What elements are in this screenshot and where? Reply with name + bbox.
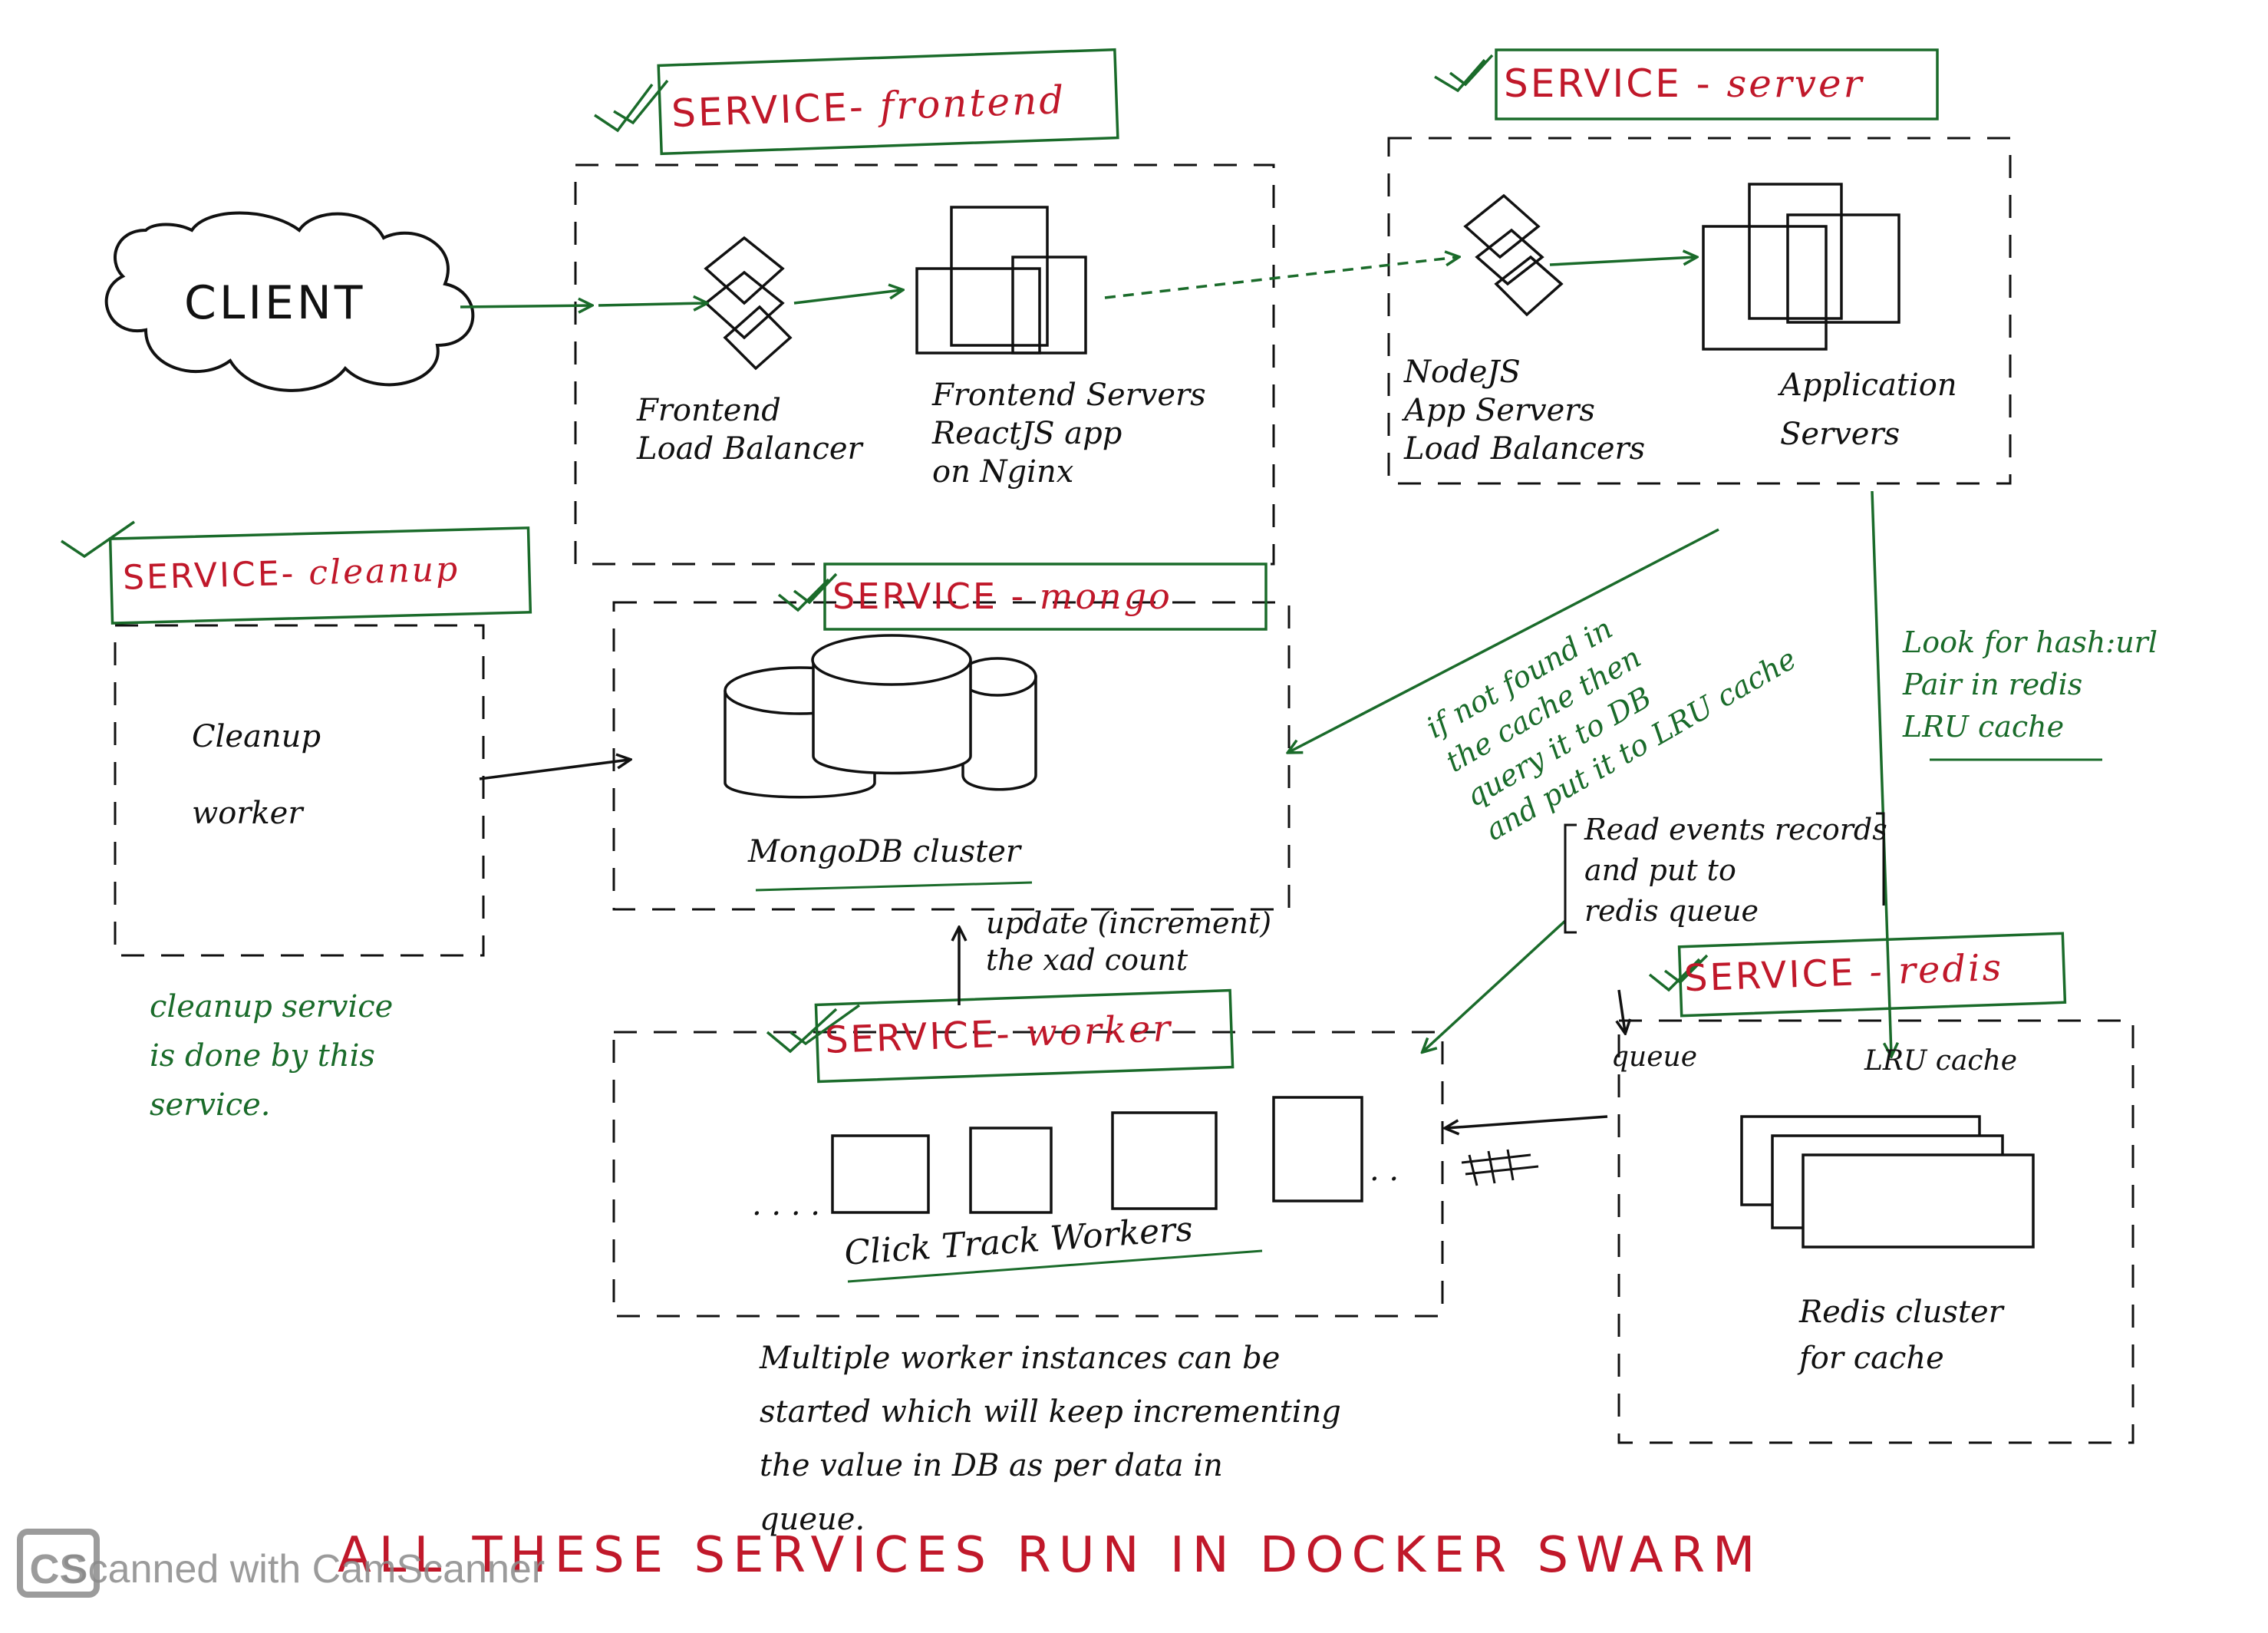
- footer-banner: ALL THESE SERVICES RUN IN DOCKER SWARM: [338, 1527, 1763, 1584]
- queue-label: queue: [1611, 1041, 1698, 1073]
- cleanup-title-prefix: SERVICE-: [122, 553, 297, 598]
- mongo-title-name: mongo: [1039, 576, 1172, 617]
- redis-title-name: - redis: [1868, 945, 2005, 994]
- worker-service-box: [612, 1031, 1444, 1318]
- client-cloud: [104, 211, 475, 392]
- worker-dots-right: . .: [1370, 1153, 1399, 1188]
- application-servers-icon: [1702, 183, 1900, 351]
- frontend-title-name: frontend: [879, 78, 1067, 129]
- lookup-note: Look for hash:url Pair in redis LRU cach…: [1903, 625, 2158, 744]
- server-title-prefix: SERVICE -: [1504, 61, 1713, 106]
- read-events-to-queue-arrow: [1619, 989, 1625, 1032]
- frontend-service-box: [574, 163, 1275, 566]
- frontend-title-box: [657, 48, 1119, 156]
- mongo-service-box: [612, 601, 1291, 911]
- worker-title-prefix: SERVICE-: [824, 1012, 1013, 1062]
- cleanup-title-box: [108, 526, 532, 625]
- check-icon: [594, 79, 669, 133]
- redis-cluster-icon: [1740, 1115, 2035, 1249]
- app-servers-label: Application Servers: [1780, 368, 1957, 452]
- redis-service-box: [1617, 1019, 2134, 1444]
- worker-title-name: worker: [1024, 1007, 1174, 1055]
- frontend-load-balancer-icon: [704, 236, 793, 371]
- frontend-to-server-arrow: [1104, 257, 1458, 299]
- cleanup-service-box: [114, 624, 485, 957]
- read-events-bracket: [1564, 812, 1885, 934]
- cleanup-description: cleanup service is done by this service.: [150, 989, 394, 1123]
- cleanup-title-name: cleanup: [308, 549, 460, 593]
- cleanup-worker-label: Cleanup worker: [192, 719, 321, 831]
- camscanner-logo: CS: [17, 1529, 100, 1598]
- check-icon: [766, 1004, 861, 1054]
- server-title-name: server: [1726, 61, 1864, 106]
- camscanner-watermark: Scanned with CamScanner: [61, 1547, 546, 1592]
- server-to-worker-read-arrow: [1423, 919, 1567, 1051]
- frontend-lb-in-arrow: [598, 303, 706, 305]
- server-to-redis-lru-arrow: [1871, 490, 1891, 1055]
- scribble-mark: [1461, 1149, 1539, 1186]
- client-label: CLIENT: [184, 276, 366, 330]
- nodejs-lb-label: NodeJS App Servers Load Balancers: [1404, 355, 1646, 467]
- check-icon: [61, 520, 135, 559]
- frontend-servers-label: Frontend Servers ReactJS app on Nginx: [932, 378, 1206, 490]
- check-icon: [777, 572, 838, 612]
- update-count-label: update (increment) the xad count: [986, 906, 1272, 977]
- server-service-title: SERVICE - server: [1504, 61, 1864, 106]
- read-events-label: Read events records and put to redis que…: [1584, 813, 1887, 929]
- server-title-box: [1495, 48, 1939, 120]
- redis-title-prefix: SERVICE: [1683, 951, 1857, 1001]
- worker-title-box: [814, 988, 1235, 1084]
- lb-to-frontend-servers-arrow: [793, 290, 902, 305]
- client-to-frontend-arrow: [460, 305, 591, 307]
- click-track-underline: [847, 1249, 1263, 1283]
- workers-description: Multiple worker instances can be started…: [760, 1341, 1341, 1537]
- lru-cache-label: LRU cache: [1864, 1045, 2018, 1077]
- mongo-title-prefix: SERVICE -: [832, 576, 1027, 617]
- click-track-workers-icon: [831, 1096, 1363, 1214]
- frontend-lb-label: Frontend Load Balancer: [637, 393, 862, 467]
- server-service-box: [1387, 137, 2012, 485]
- worker-dots-left: . . . .: [752, 1187, 821, 1222]
- mongodb-cluster-label: MongoDB cluster: [748, 834, 1021, 869]
- frontend-title-prefix: SERVICE-: [671, 84, 866, 136]
- mongo-service-title: SERVICE - mongo: [832, 576, 1172, 617]
- nodejs-load-balancer-icon: [1463, 193, 1564, 317]
- mongo-title-box: [823, 562, 1268, 631]
- check-icon: [1648, 954, 1709, 992]
- redis-queue-to-worker-arrow: [1446, 1115, 1608, 1128]
- server-to-mongo-arrow: [1289, 528, 1719, 752]
- redis-cluster-label: Redis cluster for cache: [1799, 1295, 2003, 1376]
- nodejs-lb-to-app-arrow: [1549, 257, 1696, 266]
- check-marks: [61, 54, 1709, 1054]
- cleanup-to-mongo-arrow: [479, 760, 629, 780]
- mongodb-label-underline: [755, 881, 1033, 892]
- check-icon: [1434, 54, 1494, 93]
- mongodb-cluster-icon: [724, 634, 1037, 799]
- frontend-servers-icon: [915, 206, 1087, 355]
